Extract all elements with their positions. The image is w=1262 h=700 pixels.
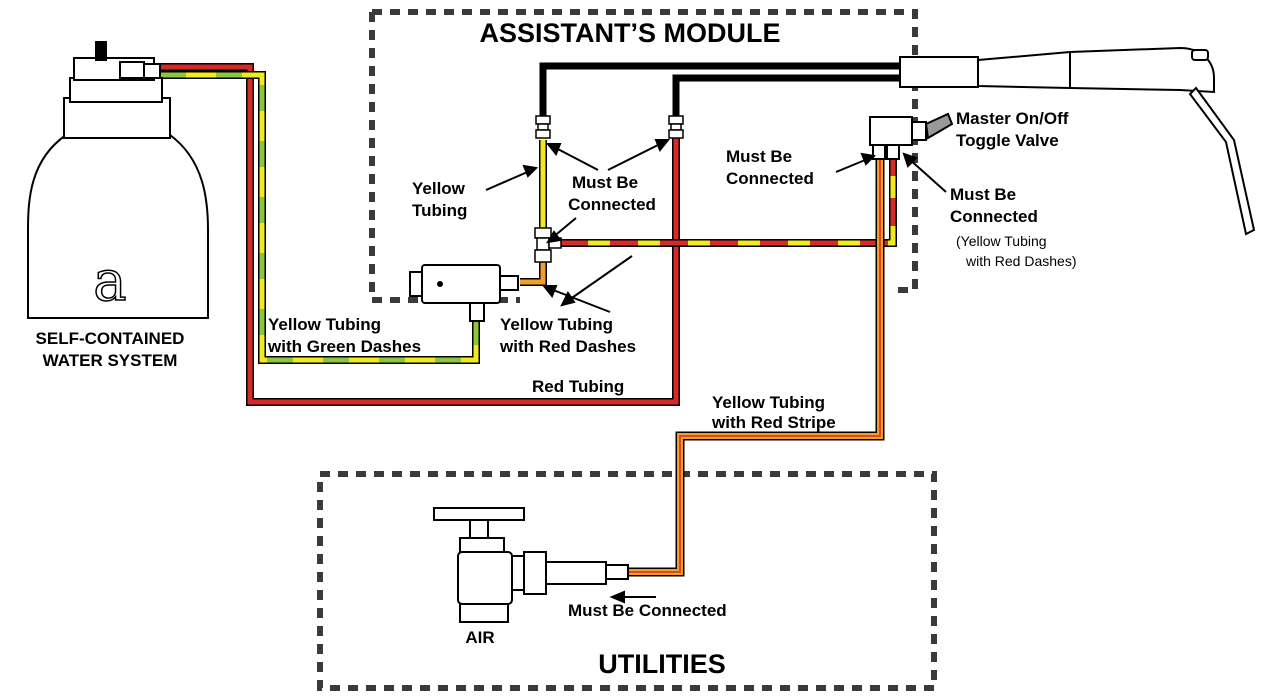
- fitting-red-top: [668, 115, 684, 139]
- utilities-module-title: UTILITIES: [598, 649, 726, 679]
- must-be-connected-air-label: Must Be Connected: [568, 601, 727, 620]
- yellow-red-dashed-tubing: [560, 160, 897, 247]
- yellow-tubing-label-line1: Yellow: [412, 179, 466, 198]
- yellow-tubing-label-line2: Tubing: [412, 201, 467, 220]
- fitting-yellow-top: [535, 115, 551, 139]
- air-label: AIR: [465, 628, 494, 647]
- master-toggle-valve: [869, 112, 954, 160]
- water-regulator: [409, 264, 519, 322]
- yellow-red-dashes-label-line1: Yellow Tubing: [500, 315, 613, 334]
- yellow-red-stripe-label-line1: Yellow Tubing: [712, 393, 825, 412]
- utilities-module-box: [317, 471, 937, 691]
- yellow-red-stripe-tubing: [628, 160, 885, 577]
- yellow-green-dashed-tubing: [160, 71, 480, 364]
- yellow-red-dashes-label-line2: with Red Dashes: [499, 337, 636, 356]
- water-bottle: [27, 41, 209, 319]
- bottle-label-line2: WATER SYSTEM: [43, 351, 178, 370]
- master-toggle-label-line2: Toggle Valve: [956, 131, 1059, 150]
- assistant-module-title: ASSISTANT’S MODULE: [479, 18, 780, 48]
- bottle-logo-icon: a: [93, 249, 126, 314]
- must-be-connected-right-line1: Must Be: [950, 185, 1016, 204]
- handpiece: [899, 46, 1256, 236]
- must-be-connected-left-line1: Must Be: [726, 147, 792, 166]
- yellow-tubing: [520, 140, 547, 286]
- yellow-red-dashes-note-line2: with Red Dashes): [965, 253, 1077, 269]
- pointer-arrows: [485, 139, 947, 604]
- yellow-green-dashes-label-line2: with Green Dashes: [267, 337, 421, 356]
- yellow-red-dashes-note-line1: (Yellow Tubing: [956, 233, 1047, 249]
- must-be-connected-right-line2: Connected: [950, 207, 1038, 226]
- must-be-connected-left-line2: Connected: [726, 169, 814, 188]
- bottle-label-line1: SELF-CONTAINED: [36, 329, 185, 348]
- yellow-red-stripe-label-line2: with Red Stripe: [711, 413, 836, 432]
- black-tubing: [539, 62, 902, 118]
- yellow-green-dashes-label-line1: Yellow Tubing: [268, 315, 381, 334]
- must-be-connected-center-line1: Must Be: [572, 173, 638, 192]
- master-toggle-label-line1: Master On/Off: [956, 109, 1069, 128]
- red-tubing-label: Red Tubing: [532, 377, 624, 396]
- assistant-module-box: [369, 9, 918, 303]
- tee-fitting: [534, 227, 562, 263]
- air-valve: [433, 507, 629, 623]
- must-be-connected-center-line2: Connected: [568, 195, 656, 214]
- red-tubing: [160, 63, 680, 406]
